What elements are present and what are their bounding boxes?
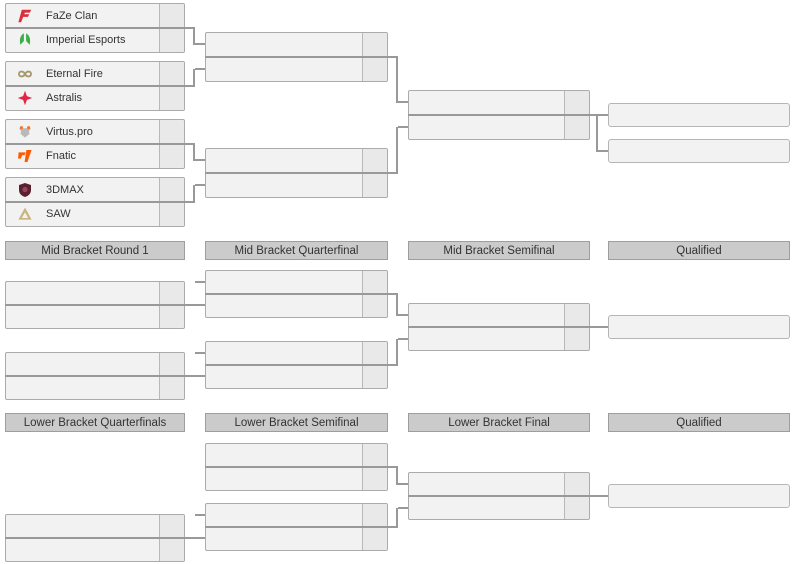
bracket-connector — [205, 364, 398, 366]
astralis-logo — [17, 90, 33, 106]
bracket-connector — [596, 114, 598, 152]
team-slot-fnatic[interactable]: Fnatic — [6, 144, 184, 168]
bracket-connector — [5, 375, 205, 377]
bracket-connector — [195, 281, 205, 283]
team-slot-saw[interactable]: SAW — [6, 202, 184, 226]
bracket-connector — [5, 27, 195, 29]
bracket-connector — [398, 314, 408, 316]
bracket-connector — [398, 101, 408, 103]
team-slot-faze[interactable]: FaZe Clan — [6, 4, 184, 28]
bracket-connector — [205, 56, 398, 58]
team-name: Virtus.pro — [46, 126, 93, 138]
bracket-connector — [408, 326, 608, 328]
team-slot-imperial[interactable]: Imperial Esports — [6, 28, 184, 52]
header-mid-round1: Mid Bracket Round 1 — [5, 241, 185, 260]
team-name: SAW — [46, 208, 71, 220]
bracket-connector — [398, 507, 408, 509]
bracket-connector — [195, 43, 205, 45]
bracket-connector — [396, 127, 398, 174]
qualified-slot-top-1 — [608, 103, 790, 127]
team-slot-3dmax[interactable]: 3DMAX — [6, 178, 184, 202]
qualified-slot-top-2 — [608, 139, 790, 163]
bracket-connector — [195, 352, 205, 354]
bracket-connector — [5, 143, 195, 145]
imperial-esports-logo — [19, 33, 31, 45]
bracket-connector — [205, 293, 398, 295]
bracket-connector — [396, 56, 398, 103]
bracket-connector — [398, 126, 408, 128]
bracket-connector — [396, 293, 398, 316]
bracket-connector — [5, 537, 205, 539]
team-name: Fnatic — [46, 150, 76, 162]
header-mid-semifinal: Mid Bracket Semifinal — [408, 241, 590, 260]
header-lower-final: Lower Bracket Final — [408, 413, 590, 432]
virtus-pro-logo — [19, 126, 31, 138]
header-mid-quarterfinal: Mid Bracket Quarterfinal — [205, 241, 388, 260]
bracket-connector — [396, 339, 398, 366]
saw-logo — [18, 207, 32, 220]
fnatic-logo — [18, 150, 32, 162]
header-lower-semifinal: Lower Bracket Semifinal — [205, 413, 388, 432]
qualified-slot-mid — [608, 315, 790, 339]
bracket-connector — [205, 526, 398, 528]
header-lower-quarterfinals: Lower Bracket Quarterfinals — [5, 413, 185, 432]
header-lower-qualified: Qualified — [608, 413, 790, 432]
threedmax-logo — [19, 183, 31, 197]
bracket-connector — [195, 184, 205, 186]
bracket-connector — [408, 114, 608, 116]
bracket-connector — [193, 27, 195, 45]
bracket-connector — [396, 466, 398, 485]
qualified-slot-lower — [608, 484, 790, 508]
bracket-connector — [193, 69, 195, 87]
bracket-connector — [195, 514, 205, 516]
team-name: Astralis — [46, 92, 83, 104]
bracket-connector — [195, 159, 205, 161]
team-name: FaZe Clan — [46, 10, 98, 22]
eternal-fire-logo — [18, 70, 32, 78]
team-name: Imperial Esports — [46, 34, 126, 46]
bracket-connector — [205, 172, 398, 174]
bracket-connector — [193, 143, 195, 161]
bracket-connector — [5, 85, 195, 87]
bracket-connector — [205, 466, 398, 468]
bracket-connector — [398, 338, 408, 340]
bracket-connector — [396, 508, 398, 528]
bracket-connector — [408, 495, 608, 497]
bracket-connector — [598, 150, 608, 152]
bracket-connector — [5, 304, 205, 306]
faze-clan-logo — [18, 9, 32, 23]
bracket-connector — [5, 201, 195, 203]
header-mid-qualified: Qualified — [608, 241, 790, 260]
team-slot-virtus-pro[interactable]: Virtus.pro — [6, 120, 184, 144]
team-name: Eternal Fire — [46, 68, 103, 80]
bracket-connector — [195, 68, 205, 70]
team-slot-astralis[interactable]: Astralis — [6, 86, 184, 110]
team-name: 3DMAX — [46, 184, 84, 196]
bracket-connector — [398, 483, 408, 485]
bracket-connector — [193, 185, 195, 203]
team-slot-eternal-fire[interactable]: Eternal Fire — [6, 62, 184, 86]
